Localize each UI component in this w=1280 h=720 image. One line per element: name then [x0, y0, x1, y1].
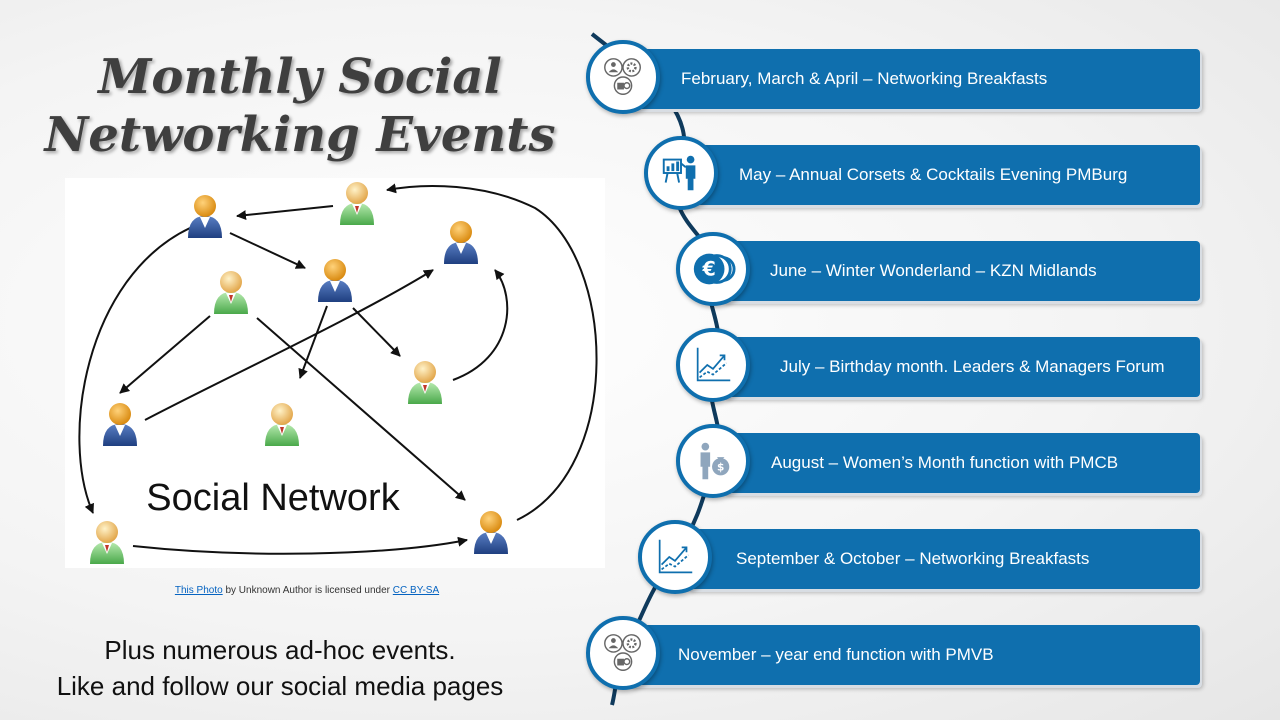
arrow — [386, 183, 598, 521]
event-item: November – year end function with PMVB — [630, 625, 1200, 685]
arrow — [298, 305, 328, 379]
event-item: June – Winter Wonderland – KZN Midlands — [722, 241, 1200, 301]
person-money-bag-icon: $ — [676, 424, 750, 498]
event-item: July – Birthday month. Leaders & Manager… — [724, 337, 1200, 397]
event-item: February, March & April – Networking Bre… — [630, 49, 1200, 109]
network-node-green — [408, 361, 442, 404]
network-node-green — [90, 521, 124, 564]
footer-text: Plus numerous ad-hoc events. Like and fo… — [20, 632, 540, 704]
network-arrows — [78, 183, 598, 555]
network-image-label: Social Network — [146, 477, 400, 519]
network-node-blue — [103, 403, 137, 446]
network-node-blue — [474, 511, 508, 554]
photo-credit: This Photo by Unknown Author is licensed… — [65, 585, 549, 596]
photo-link[interactable]: This Photo — [174, 585, 223, 596]
network-node-green — [265, 403, 299, 446]
social-network-diagram: Social Network — [78, 182, 598, 564]
arrow — [144, 269, 434, 421]
arrow — [78, 227, 191, 514]
title-line-1: Monthly Social — [98, 49, 502, 105]
footer-line-2: Like and follow our social media pages — [56, 671, 504, 701]
event-label: June – Winter Wonderland – KZN Midlands — [770, 261, 1097, 280]
credit-text: by Unknown Author is licensed under — [222, 585, 393, 596]
arrow — [132, 536, 468, 555]
people-gear-icon — [586, 40, 660, 114]
presenter-chart-icon — [644, 136, 718, 210]
event-label: May – Annual Corsets & Cocktails Evening… — [739, 165, 1128, 184]
network-node-blue — [188, 195, 222, 238]
arrow — [452, 269, 509, 381]
arrow — [256, 317, 466, 501]
title-line-2: Networking Events — [44, 107, 556, 163]
arrow — [229, 232, 306, 269]
network-node-green — [214, 271, 248, 314]
people-gear-icon — [586, 616, 660, 690]
arrow — [236, 205, 334, 221]
footer-line-1: Plus numerous ad-hoc events. — [104, 635, 456, 665]
social-network-image: Social Network — [65, 178, 605, 568]
growth-chart-icon — [676, 328, 750, 402]
event-label: November – year end function with PMVB — [678, 645, 994, 664]
page-title: Monthly Social Networking Events — [20, 48, 580, 164]
license-link[interactable]: CC BY-SA — [392, 585, 440, 596]
arrow — [119, 315, 211, 394]
event-label: February, March & April – Networking Bre… — [681, 69, 1048, 88]
event-label: August – Women’s Month function with PMC… — [771, 453, 1119, 472]
arrow — [352, 307, 401, 357]
event-item: September & October – Networking Breakfa… — [688, 529, 1200, 589]
event-item: May – Annual Corsets & Cocktails Evening… — [692, 145, 1200, 205]
event-label: July – Birthday month. Leaders & Manager… — [780, 357, 1165, 376]
event-item: August – Women’s Month function with PMC… — [724, 433, 1200, 493]
network-node-green — [340, 182, 374, 225]
svg-text:€: € — [701, 258, 715, 281]
euro-coins-icon: € — [676, 232, 750, 306]
network-node-blue — [444, 221, 478, 264]
event-label: September & October – Networking Breakfa… — [736, 549, 1090, 568]
svg-text:$: $ — [717, 462, 724, 474]
growth-chart-icon — [638, 520, 712, 594]
network-node-blue — [318, 259, 352, 302]
